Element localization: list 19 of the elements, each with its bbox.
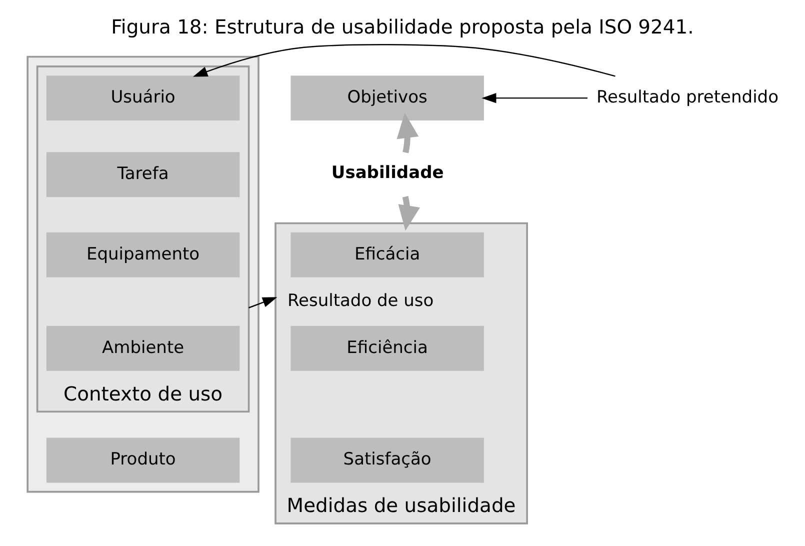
node-box: Tarefa [46, 152, 240, 198]
arrow [398, 196, 420, 231]
cluster [26, 56, 260, 493]
node-box: Objetivos [290, 76, 484, 121]
arrow [248, 297, 278, 308]
node-box: Eficácia [290, 232, 484, 278]
node-box: Produto [46, 438, 240, 483]
arrow [482, 92, 588, 104]
node-box: Ambiente [46, 326, 240, 371]
diagram-title: Figura 18: Estrutura de usabilidade proposta pela ISO 9241. [111, 15, 694, 38]
node-text: Usabilidade [331, 162, 444, 183]
node-text: Resultado pretendido [596, 88, 778, 108]
arrow [192, 44, 616, 77]
arrow [396, 112, 419, 154]
edge-label: Resultado de uso [287, 291, 434, 312]
node-box: Satisfação [290, 438, 484, 483]
node-box: Equipamento [46, 232, 240, 278]
node-box: Usuário [46, 76, 240, 121]
node-box: Eficiência [290, 326, 484, 371]
